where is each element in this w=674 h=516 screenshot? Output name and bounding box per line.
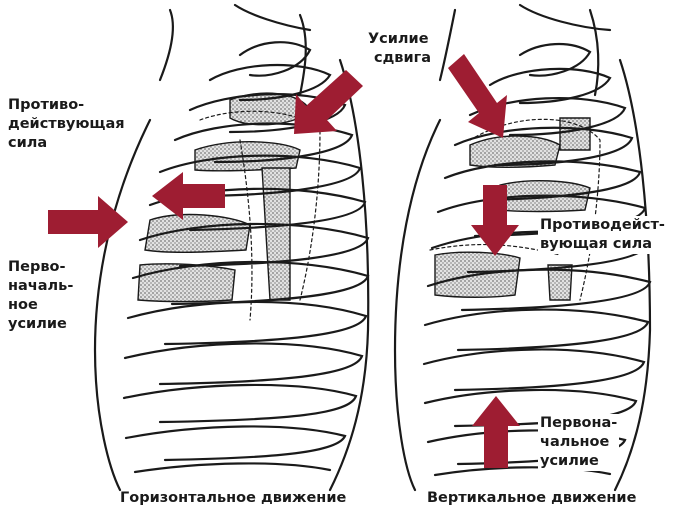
- right-panel-caption: Вертикальное движение: [427, 490, 636, 506]
- right-initial-force-label: Первона- чальное усилие: [538, 414, 619, 471]
- left-panel-caption: Горизонтальное движение: [120, 490, 346, 506]
- left-shear-force-arrow: [294, 70, 363, 134]
- left-counter-force-label: Противо- действующая сила: [8, 96, 125, 153]
- left-rib-cage: [95, 5, 368, 490]
- left-initial-force-label: Перво- началь- ное усилие: [8, 258, 73, 334]
- right-counter-force-label: Противодейст- вующая сила: [538, 216, 667, 254]
- left-counter-force-arrow: [152, 172, 225, 220]
- left-shear-force-label: Усилие сдвига: [368, 30, 431, 68]
- right-shear-force-arrow: [448, 54, 507, 138]
